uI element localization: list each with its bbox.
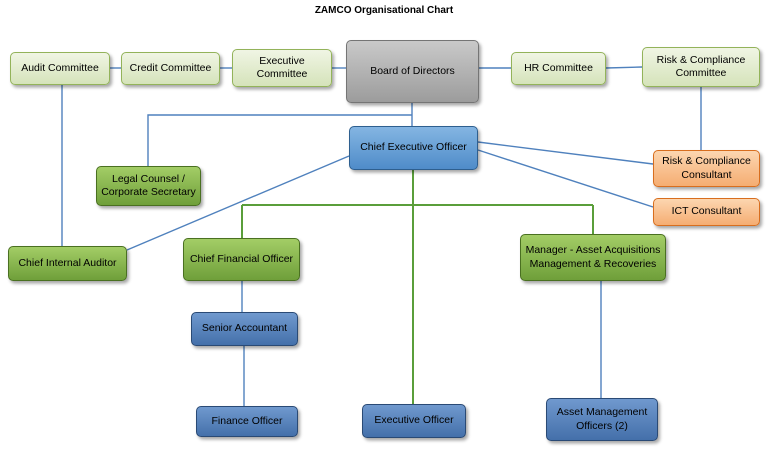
- node-credit-committee: Credit Committee: [121, 52, 220, 85]
- node-ict-consultant: ICT Consultant: [653, 198, 760, 226]
- node-cfo: Chief Financial Officer: [183, 238, 300, 281]
- node-legal-counsel: Legal Counsel / Corporate Secretary: [96, 166, 201, 206]
- chart-title: ZAMCO Organisational Chart: [314, 5, 454, 16]
- node-executive-committee: Executive Committee: [232, 49, 332, 87]
- connector-hr-riskcommittee: [605, 66, 643, 69]
- node-finance-officer: Finance Officer: [196, 406, 298, 437]
- node-senior-accountant: Senior Accountant: [191, 312, 298, 346]
- node-executive-officer: Executive Officer: [362, 404, 466, 438]
- connector-ceo-riskconsultant: [477, 141, 654, 165]
- node-asset-management-officers: Asset Management Officers (2): [546, 398, 658, 441]
- node-risk-compliance-consultant: Risk & Compliance Consultant: [653, 150, 760, 187]
- node-manager-asset: Manager - Asset Acquisitions Management …: [520, 234, 666, 281]
- connector-ceo-ictconsultant: [477, 149, 654, 208]
- node-ceo: Chief Executive Officer: [349, 126, 478, 170]
- node-hr-committee: HR Committee: [511, 52, 606, 85]
- node-risk-compliance-committee: Risk & Compliance Committee: [642, 47, 760, 87]
- node-chief-internal-auditor: Chief Internal Auditor: [8, 246, 127, 281]
- node-board-of-directors: Board of Directors: [346, 40, 479, 103]
- node-audit-committee: Audit Committee: [10, 52, 110, 85]
